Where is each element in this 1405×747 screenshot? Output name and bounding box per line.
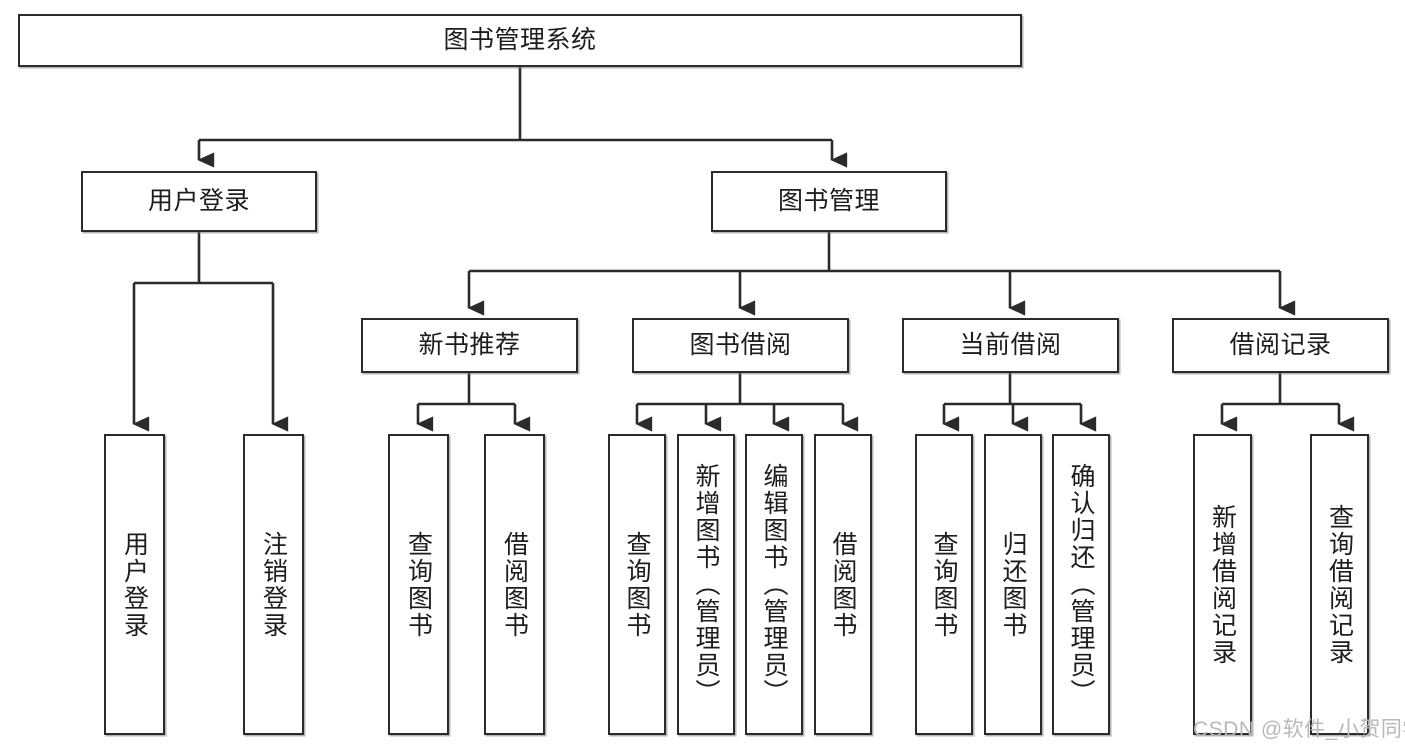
node-current-borrow[interactable]: 当前借阅 (902, 318, 1119, 373)
node-user-login[interactable]: 用户登录 (81, 171, 317, 232)
node-leaf-borrow-book-new[interactable]: 借阅图书 (484, 434, 545, 735)
node-leaf-edit-book-admin[interactable]: 编辑图书（管理员） (745, 434, 803, 735)
node-book-borrow[interactable]: 图书借阅 (632, 318, 849, 373)
node-leaf-query-book-current[interactable]: 查询图书 (915, 434, 973, 735)
node-leaf-borrow-book[interactable]: 借阅图书 (814, 434, 872, 735)
node-root-label: 图书管理系统 (443, 26, 597, 55)
node-leaf-borrow-book-label: 借阅图书 (829, 530, 857, 639)
node-leaf-query-book-current-label: 查询图书 (930, 530, 958, 639)
node-book-borrow-label: 图书借阅 (689, 331, 792, 360)
node-new-book-recommend-label: 新书推荐 (418, 331, 521, 360)
node-leaf-logout[interactable]: 注销登录 (243, 434, 304, 735)
node-leaf-query-book-new[interactable]: 查询图书 (388, 434, 449, 735)
node-leaf-user-login[interactable]: 用户登录 (104, 434, 165, 735)
node-leaf-add-book-admin-label: 新增图书（管理员） (692, 463, 720, 706)
node-leaf-return-book[interactable]: 归还图书 (984, 434, 1042, 735)
node-leaf-add-book-admin[interactable]: 新增图书（管理员） (677, 434, 735, 735)
node-leaf-confirm-return-admin[interactable]: 确认归还（管理员） (1052, 434, 1110, 735)
node-user-login-label: 用户登录 (147, 187, 250, 216)
node-leaf-add-borrow-record-label: 新增借阅记录 (1208, 503, 1237, 666)
node-leaf-edit-book-admin-label: 编辑图书（管理员） (760, 463, 788, 706)
node-book-manage-label: 图书管理 (777, 187, 880, 216)
node-current-borrow-label: 当前借阅 (959, 331, 1062, 360)
node-leaf-add-borrow-record[interactable]: 新增借阅记录 (1193, 434, 1252, 735)
node-root[interactable]: 图书管理系统 (18, 14, 1022, 67)
node-leaf-confirm-return-admin-label: 确认归还（管理员） (1067, 463, 1095, 706)
node-borrow-records[interactable]: 借阅记录 (1172, 318, 1389, 373)
node-leaf-query-book-borrow[interactable]: 查询图书 (608, 434, 666, 735)
watermark-text: CSDN @软件_小贺同学 (1193, 718, 1405, 741)
node-book-manage[interactable]: 图书管理 (711, 171, 947, 232)
node-leaf-query-book-borrow-label: 查询图书 (623, 530, 651, 639)
node-leaf-return-book-label: 归还图书 (999, 530, 1027, 639)
node-new-book-recommend[interactable]: 新书推荐 (361, 318, 578, 373)
node-leaf-logout-label: 注销登录 (259, 530, 288, 639)
node-leaf-borrow-book-new-label: 借阅图书 (500, 530, 529, 639)
node-leaf-user-login-label: 用户登录 (120, 530, 149, 639)
node-leaf-query-book-new-label: 查询图书 (404, 530, 433, 639)
node-leaf-query-borrow-record[interactable]: 查询借阅记录 (1310, 434, 1369, 735)
node-borrow-records-label: 借阅记录 (1229, 331, 1332, 360)
node-leaf-query-borrow-record-label: 查询借阅记录 (1325, 503, 1354, 666)
